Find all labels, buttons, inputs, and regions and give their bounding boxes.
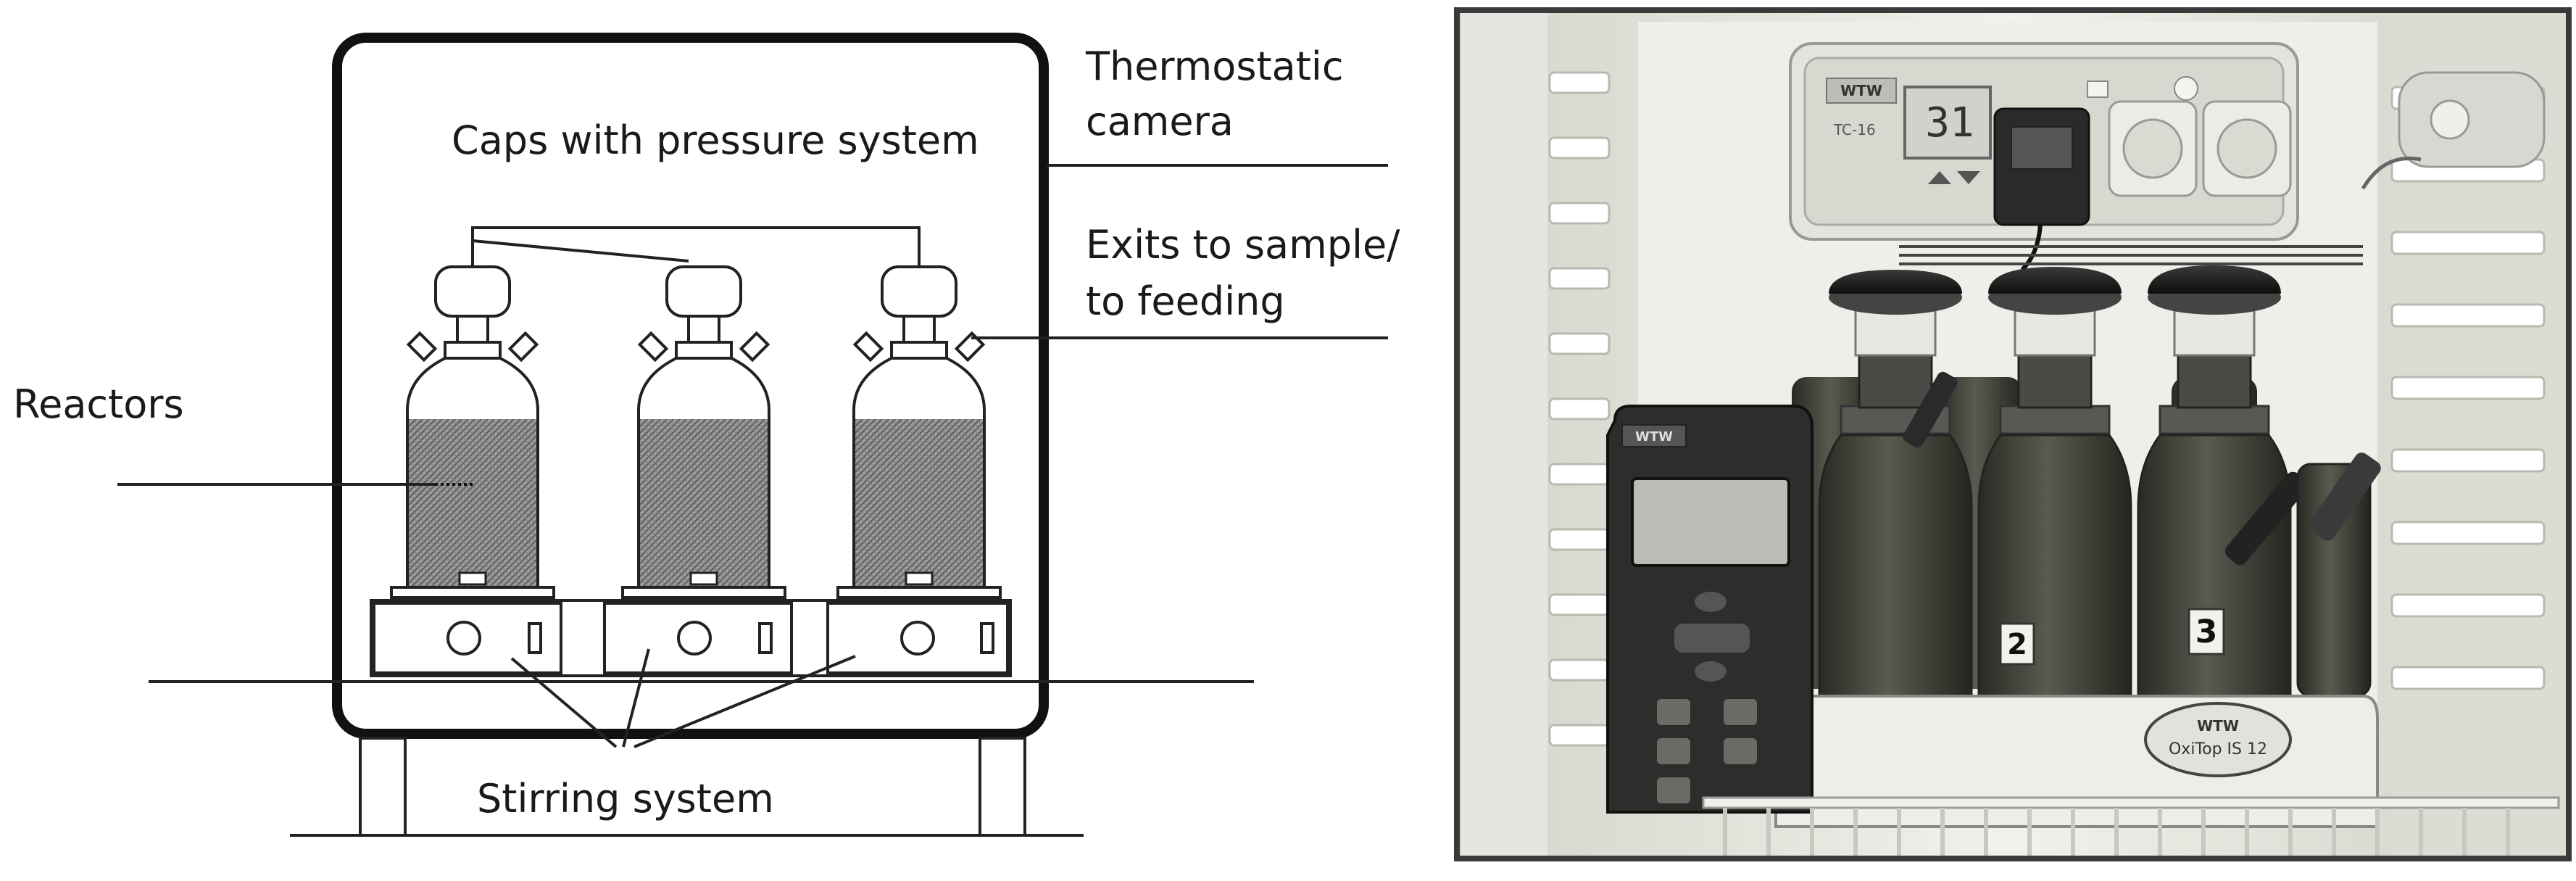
reactor-3 — [836, 265, 1002, 599]
controller-brand: WTW — [1840, 82, 1882, 99]
label-thermostatic-line2: camera — [1086, 99, 1234, 144]
bottles: 2 3 — [1792, 265, 2381, 698]
leg-left — [359, 737, 407, 837]
label-stirring: Stirring system — [477, 776, 774, 822]
wire-shelf — [1702, 796, 2560, 856]
reactor-1 — [390, 265, 555, 599]
label-reactors: Reactors — [13, 381, 184, 427]
wall-fixture — [2361, 71, 2546, 190]
stirrer-model: OxiTop IS 12 — [2169, 740, 2267, 758]
pressure-connection-line — [471, 226, 921, 267]
fridge-right-wall — [2392, 13, 2566, 856]
controller-model: TC-16 — [1833, 121, 1876, 138]
controller-display: 31 — [1925, 99, 1974, 146]
meter-brand: WTW — [1635, 429, 1673, 444]
photograph: WTW TC-16 31 — [1454, 7, 2572, 861]
bottle-front-2: 2 — [1977, 267, 2132, 698]
leg-right — [979, 737, 1026, 837]
handheld-meter: WTW — [1606, 405, 1813, 814]
bottle-front-4 — [2296, 452, 2381, 698]
stirrer-brand: WTW — [2197, 717, 2239, 735]
label-caps: Caps with pressure system — [452, 117, 979, 163]
stirring-plates — [370, 599, 1012, 677]
bottle-front-3: 3 — [2137, 265, 2309, 698]
reactor-2 — [621, 265, 786, 599]
fridge-left-wall — [1461, 13, 1547, 856]
label-exits-line1: Exits to sample/ — [1086, 222, 1400, 268]
label-thermostatic-line1: Thermostatic — [1085, 44, 1344, 89]
bottle-front-1 — [1818, 270, 1973, 698]
schematic-diagram: Caps with pressure system Thermostatic c… — [13, 33, 1400, 837]
bottle-number-3: 3 — [2195, 613, 2218, 650]
pressure-connection-branch — [472, 239, 689, 262]
label-exits-line2: to feeding — [1086, 278, 1285, 324]
leader-stirring — [510, 648, 856, 748]
thermostat-controller: WTW TC-16 31 — [1789, 42, 2363, 272]
thermostatic-chamber — [332, 33, 1049, 739]
bottle-number-2: 2 — [2007, 628, 2027, 661]
